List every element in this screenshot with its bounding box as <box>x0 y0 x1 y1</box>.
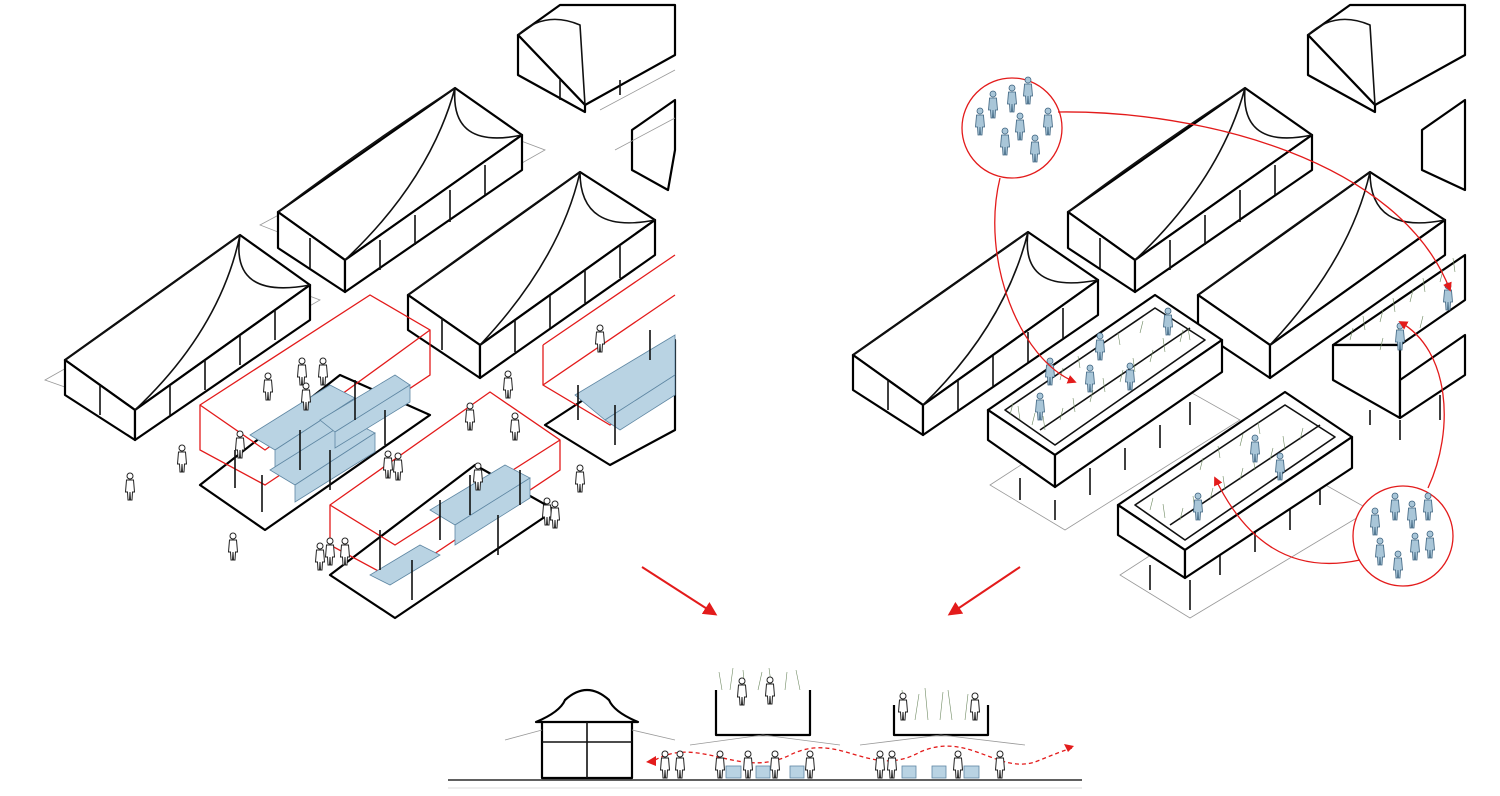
section-diagram <box>448 667 1082 789</box>
section-planter-1 <box>689 667 841 746</box>
market-hall-3 <box>406 170 657 380</box>
left-panel-market-stalls <box>44 3 677 620</box>
stall-boxes <box>249 374 411 503</box>
market-hall-2-right <box>1066 86 1314 294</box>
elevated-planter-1 <box>986 293 1241 531</box>
people-cluster-icon <box>961 76 1063 179</box>
market-hall-3-right <box>1196 170 1447 380</box>
market-hall-1 <box>63 233 312 442</box>
right-panel-elevated-gardens <box>851 3 1467 619</box>
section-hall <box>504 688 676 780</box>
elevated-planter-3 <box>1331 253 1467 440</box>
market-hall-1-right <box>851 230 1100 437</box>
section-planter-2 <box>859 687 1026 746</box>
stall-boxes <box>369 464 531 586</box>
elevated-planter-2 <box>1116 390 1371 619</box>
arrow-down-left-icon <box>947 566 1021 616</box>
stall-platform-1 <box>198 294 432 532</box>
people-cluster-icon <box>1352 485 1454 587</box>
market-hall-top <box>516 3 677 192</box>
market-hall-top-right <box>1306 3 1467 192</box>
arrow-down-right-icon <box>641 566 718 616</box>
market-hall-2 <box>276 86 524 294</box>
stall-platform-3 <box>542 254 677 467</box>
